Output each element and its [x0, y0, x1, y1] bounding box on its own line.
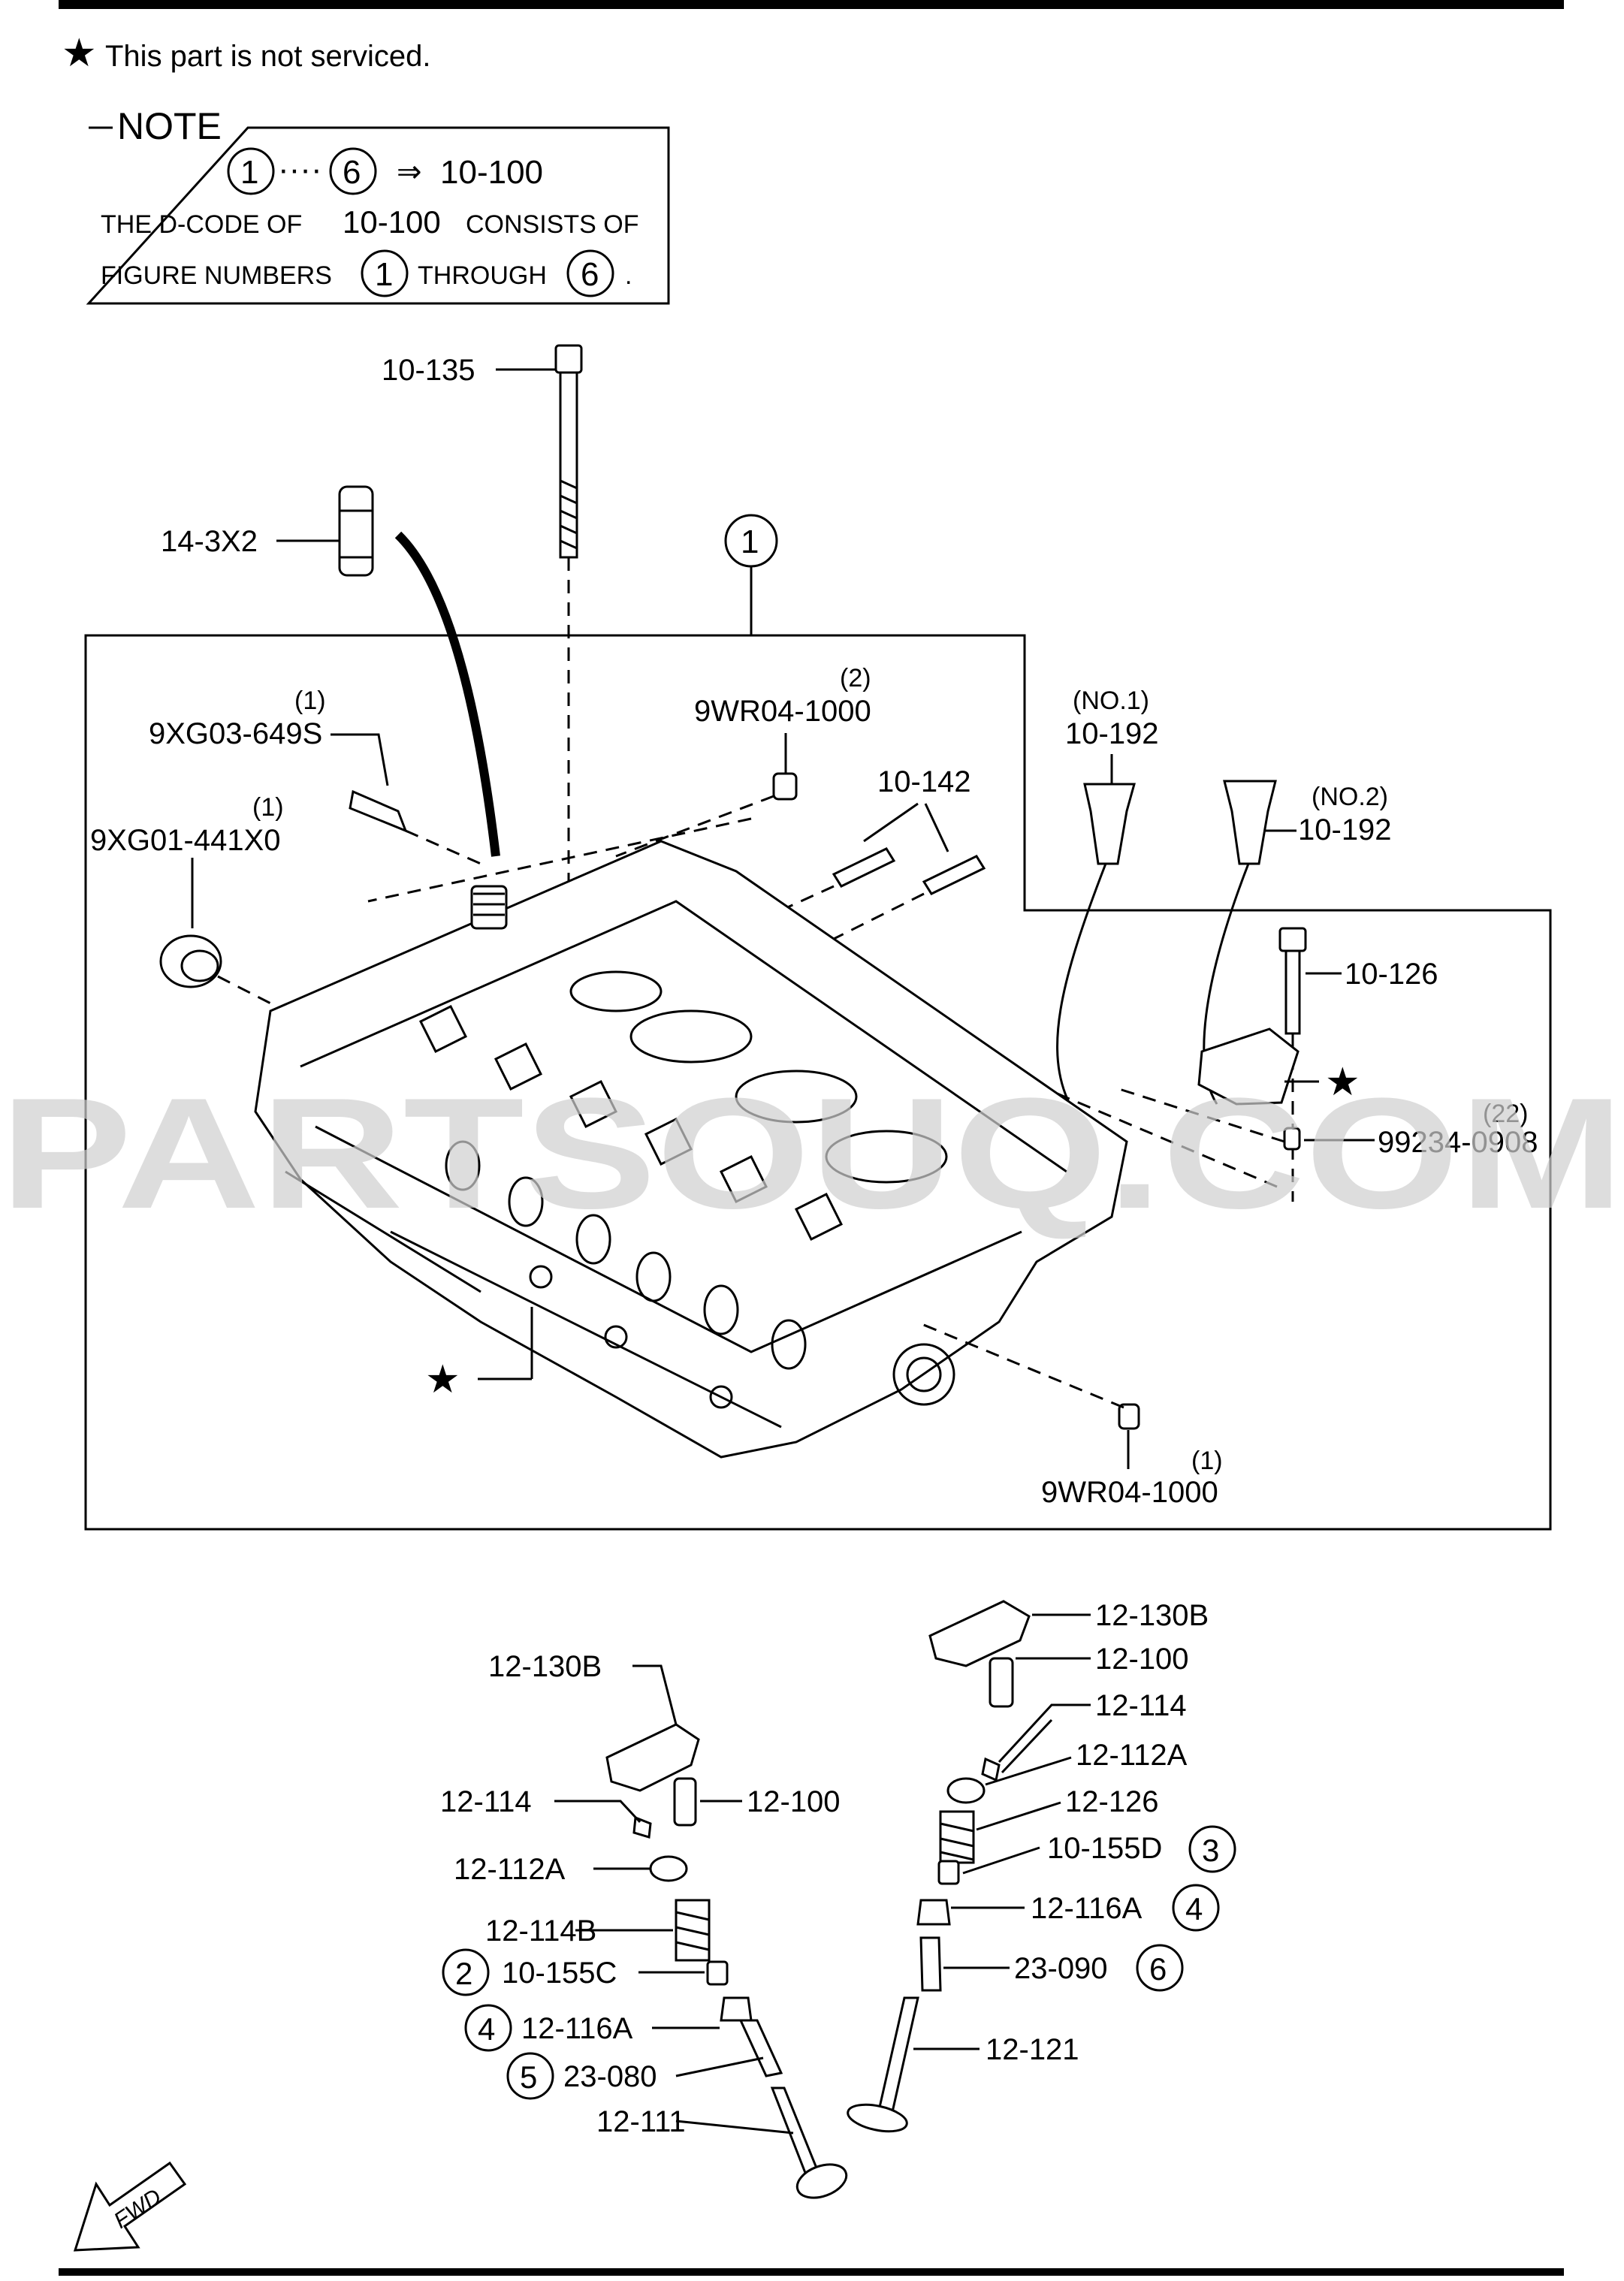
note-range-dots: ····: [278, 151, 322, 188]
note-line3d: 6: [581, 256, 599, 293]
note-title: NOTE: [117, 105, 222, 147]
note-line2a: THE D-CODE OF: [101, 210, 302, 239]
callout-10-135: 10-135: [382, 354, 475, 387]
callout-9wr04-bottom: 9WR04-1000: [1041, 1476, 1218, 1509]
callout-left-23-080: 23-080: [563, 2060, 657, 2093]
valve-12-121-right[interactable]: [846, 1996, 919, 2136]
dowel-14-3x2[interactable]: [338, 485, 374, 577]
note-dcode: 10-100: [440, 154, 543, 191]
callout-left-12-114b: 12-114B: [485, 1914, 596, 1948]
callout-14-3x2: 14-3X2: [161, 525, 258, 558]
callout-10-192-no1-qty: (NO.1): [1073, 686, 1149, 715]
callout-right-12-116a: 12-116A: [1031, 1892, 1143, 1925]
callout-right-12-121: 12-121: [986, 2033, 1079, 2066]
callout-left-12-100: 12-100: [747, 1785, 841, 1818]
lifter-12-100-left[interactable]: [673, 1777, 697, 1827]
right-fig-6: 6: [1149, 1951, 1167, 1987]
plug-9wr04-top[interactable]: [772, 772, 798, 801]
bolt-10-135[interactable]: [554, 344, 583, 559]
note-line3a: FIGURE NUMBERS: [101, 261, 332, 290]
callout-right-12-112a: 12-112A: [1076, 1739, 1188, 1772]
lifter-12-100-right[interactable]: [989, 1657, 1014, 1708]
spring-12-126-right[interactable]: [939, 1810, 975, 1864]
callout-9xg03-qty: (1): [294, 686, 326, 715]
callout-left-12-112a: 12-112A: [454, 1853, 566, 1886]
seat-10-155c-left[interactable]: [706, 1960, 729, 1986]
callout-10-142: 10-142: [877, 765, 971, 798]
sensor-10-192-no1[interactable]: [1056, 783, 1136, 1105]
note-line3e: .: [625, 261, 632, 290]
callout-10-192-no1: 10-192: [1065, 717, 1159, 750]
seat-10-155d-right[interactable]: [937, 1860, 960, 1885]
note-line3c: THROUGH: [418, 261, 547, 290]
callout-99234: 99234-0908: [1378, 1126, 1538, 1159]
callout-9xg03: 9XG03-649S: [149, 717, 322, 750]
spring-12-114b-left[interactable]: [675, 1899, 711, 1962]
note-line2c: CONSISTS OF: [466, 210, 638, 239]
bottom-rule: [59, 2268, 1564, 2276]
callout-right-10-155d: 10-155D: [1047, 1832, 1162, 1865]
left-fig-4: 4: [478, 2011, 495, 2047]
seal-12-116a-left[interactable]: [720, 1996, 753, 2022]
callout-9xg01-qty: (1): [252, 793, 284, 822]
guide-23-090-right[interactable]: [919, 1936, 942, 1992]
dowel-99234[interactable]: [1283, 1127, 1301, 1151]
plug-9wr04-bottom[interactable]: [1118, 1403, 1140, 1430]
header-star-icon: ★: [62, 32, 97, 75]
callout-left-12-130b: 12-130B: [488, 1650, 602, 1683]
block-star-icon: ★: [425, 1358, 460, 1401]
top-rule: [59, 0, 1564, 9]
callout-9wr04-top: 9WR04-1000: [694, 695, 871, 728]
callout-right-12-126: 12-126: [1065, 1785, 1159, 1818]
guide-23-080-left[interactable]: [738, 2019, 783, 2077]
bracket-star-icon: ★: [1325, 1061, 1360, 1104]
left-fig-2: 2: [455, 1956, 472, 1991]
bolt-10-126[interactable]: [1278, 927, 1307, 1035]
note-range-end: 6: [343, 154, 361, 191]
note-arrow: ⇒: [397, 155, 422, 189]
retainer-12-112a-right[interactable]: [946, 1777, 986, 1804]
keeper-12-114-left[interactable]: [632, 1815, 652, 1839]
valve-12-111-left[interactable]: [770, 2086, 851, 2204]
pin-9xg03[interactable]: [349, 789, 408, 833]
fig-1-number: 1: [741, 523, 759, 560]
callout-right-23-090: 23-090: [1014, 1952, 1108, 1985]
cylinder-head-frame: [84, 634, 1552, 1531]
seal-12-116a-right[interactable]: [916, 1899, 951, 1926]
seal-9xg01[interactable]: [159, 934, 222, 988]
watermark: PARTSOUQ.COM: [0, 1065, 1624, 1242]
callout-left-12-111: 12-111: [596, 2105, 686, 2138]
stud-10-142[interactable]: [832, 847, 986, 895]
note-line2b: 10-100: [343, 204, 441, 240]
rocker-12-130b-right[interactable]: [928, 1600, 1031, 1667]
right-fig-3: 3: [1202, 1833, 1219, 1868]
keeper-12-114-right[interactable]: [981, 1757, 1001, 1782]
retainer-12-112a-left[interactable]: [649, 1855, 688, 1882]
callout-left-10-155c: 10-155C: [502, 1957, 617, 1990]
bracket-unserviced: [1197, 1027, 1300, 1106]
right-fig-4: 4: [1185, 1891, 1203, 1926]
cylinder-head: [254, 840, 1128, 1459]
callout-10-192-no2: 10-192: [1298, 813, 1392, 846]
callout-9xg01: 9XG01-441X0: [90, 824, 281, 857]
fwd-arrow-icon: FWD: [73, 2161, 187, 2252]
callout-9wr04-top-qty: (2): [840, 664, 871, 692]
callout-right-12-100: 12-100: [1095, 1643, 1189, 1676]
guide-curve: [394, 531, 500, 857]
callout-10-192-no2-qty: (NO.2): [1312, 783, 1388, 811]
not-serviced-note: This part is not serviced.: [105, 40, 431, 73]
callout-right-12-114: 12-114: [1095, 1689, 1187, 1722]
callout-left-12-116a: 12-116A: [521, 2012, 633, 2045]
callout-10-126: 10-126: [1345, 958, 1438, 991]
callout-99234-qty: (22): [1483, 1100, 1528, 1128]
note-line3b: 1: [375, 256, 393, 293]
callout-left-12-114: 12-114: [440, 1785, 532, 1818]
note-box: NOTE 1 ···· 6 ⇒ 10-100 THE D-CODE OF 10-…: [86, 105, 670, 305]
note-range-start: 1: [240, 154, 258, 191]
callout-9wr04-bottom-qty: (1): [1191, 1447, 1223, 1475]
left-fig-5: 5: [520, 2059, 537, 2095]
callout-right-12-130b: 12-130B: [1095, 1599, 1209, 1632]
